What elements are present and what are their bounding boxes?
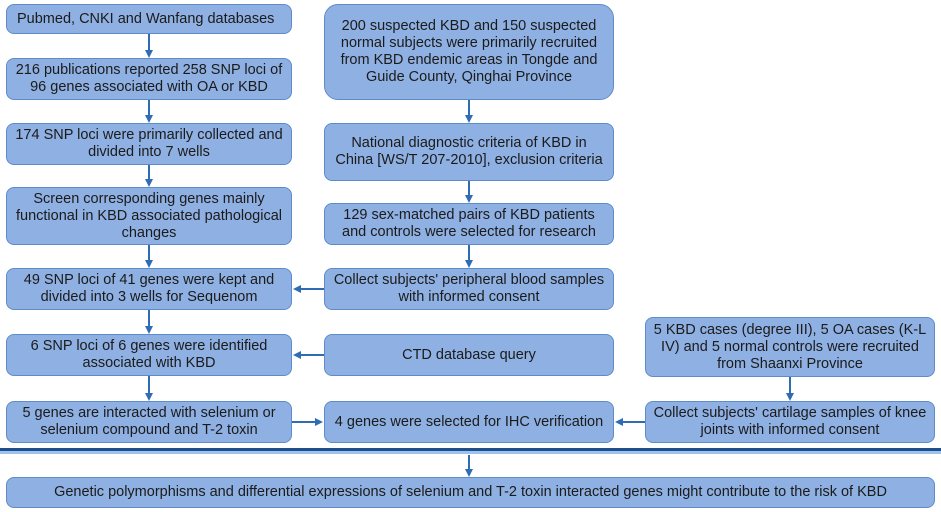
box-conclusion: Genetic polymorphisms and differential e… bbox=[6, 477, 935, 508]
box-recruited: 200 suspected KBD and 150 suspected norm… bbox=[324, 4, 614, 100]
box-screen: Screen corresponding genes mainly functi… bbox=[6, 187, 292, 245]
box-pairs129: 129 sex-matched pairs of KBD patients an… bbox=[324, 203, 614, 245]
box-publications: 216 publications reported 258 SNP loci o… bbox=[6, 58, 292, 100]
divider-line bbox=[0, 448, 941, 454]
box-blood: Collect subjects' peripheral blood sampl… bbox=[324, 268, 614, 310]
box-genes5: 5 genes are interacted with selenium or … bbox=[6, 401, 292, 443]
box-snp6: 6 SNP loci of 6 genes were identified as… bbox=[6, 334, 292, 376]
box-snp174: 174 SNP loci were primarily collected an… bbox=[6, 123, 292, 165]
box-ctd: CTD database query bbox=[324, 334, 614, 376]
box-cartilage: Collect subjects' cartilage samples of k… bbox=[645, 401, 935, 443]
box-databases: Pubmed, CNKI and Wanfang databases bbox=[6, 4, 292, 34]
box-snp49: 49 SNP loci of 41 genes were kept and di… bbox=[6, 268, 292, 310]
box-ihc: 4 genes were selected for IHC verificati… bbox=[324, 401, 614, 443]
box-criteria: National diagnostic criteria of KBD in C… bbox=[324, 123, 614, 181]
box-cases: 5 KBD cases (degree III), 5 OA cases (K-… bbox=[645, 317, 935, 377]
